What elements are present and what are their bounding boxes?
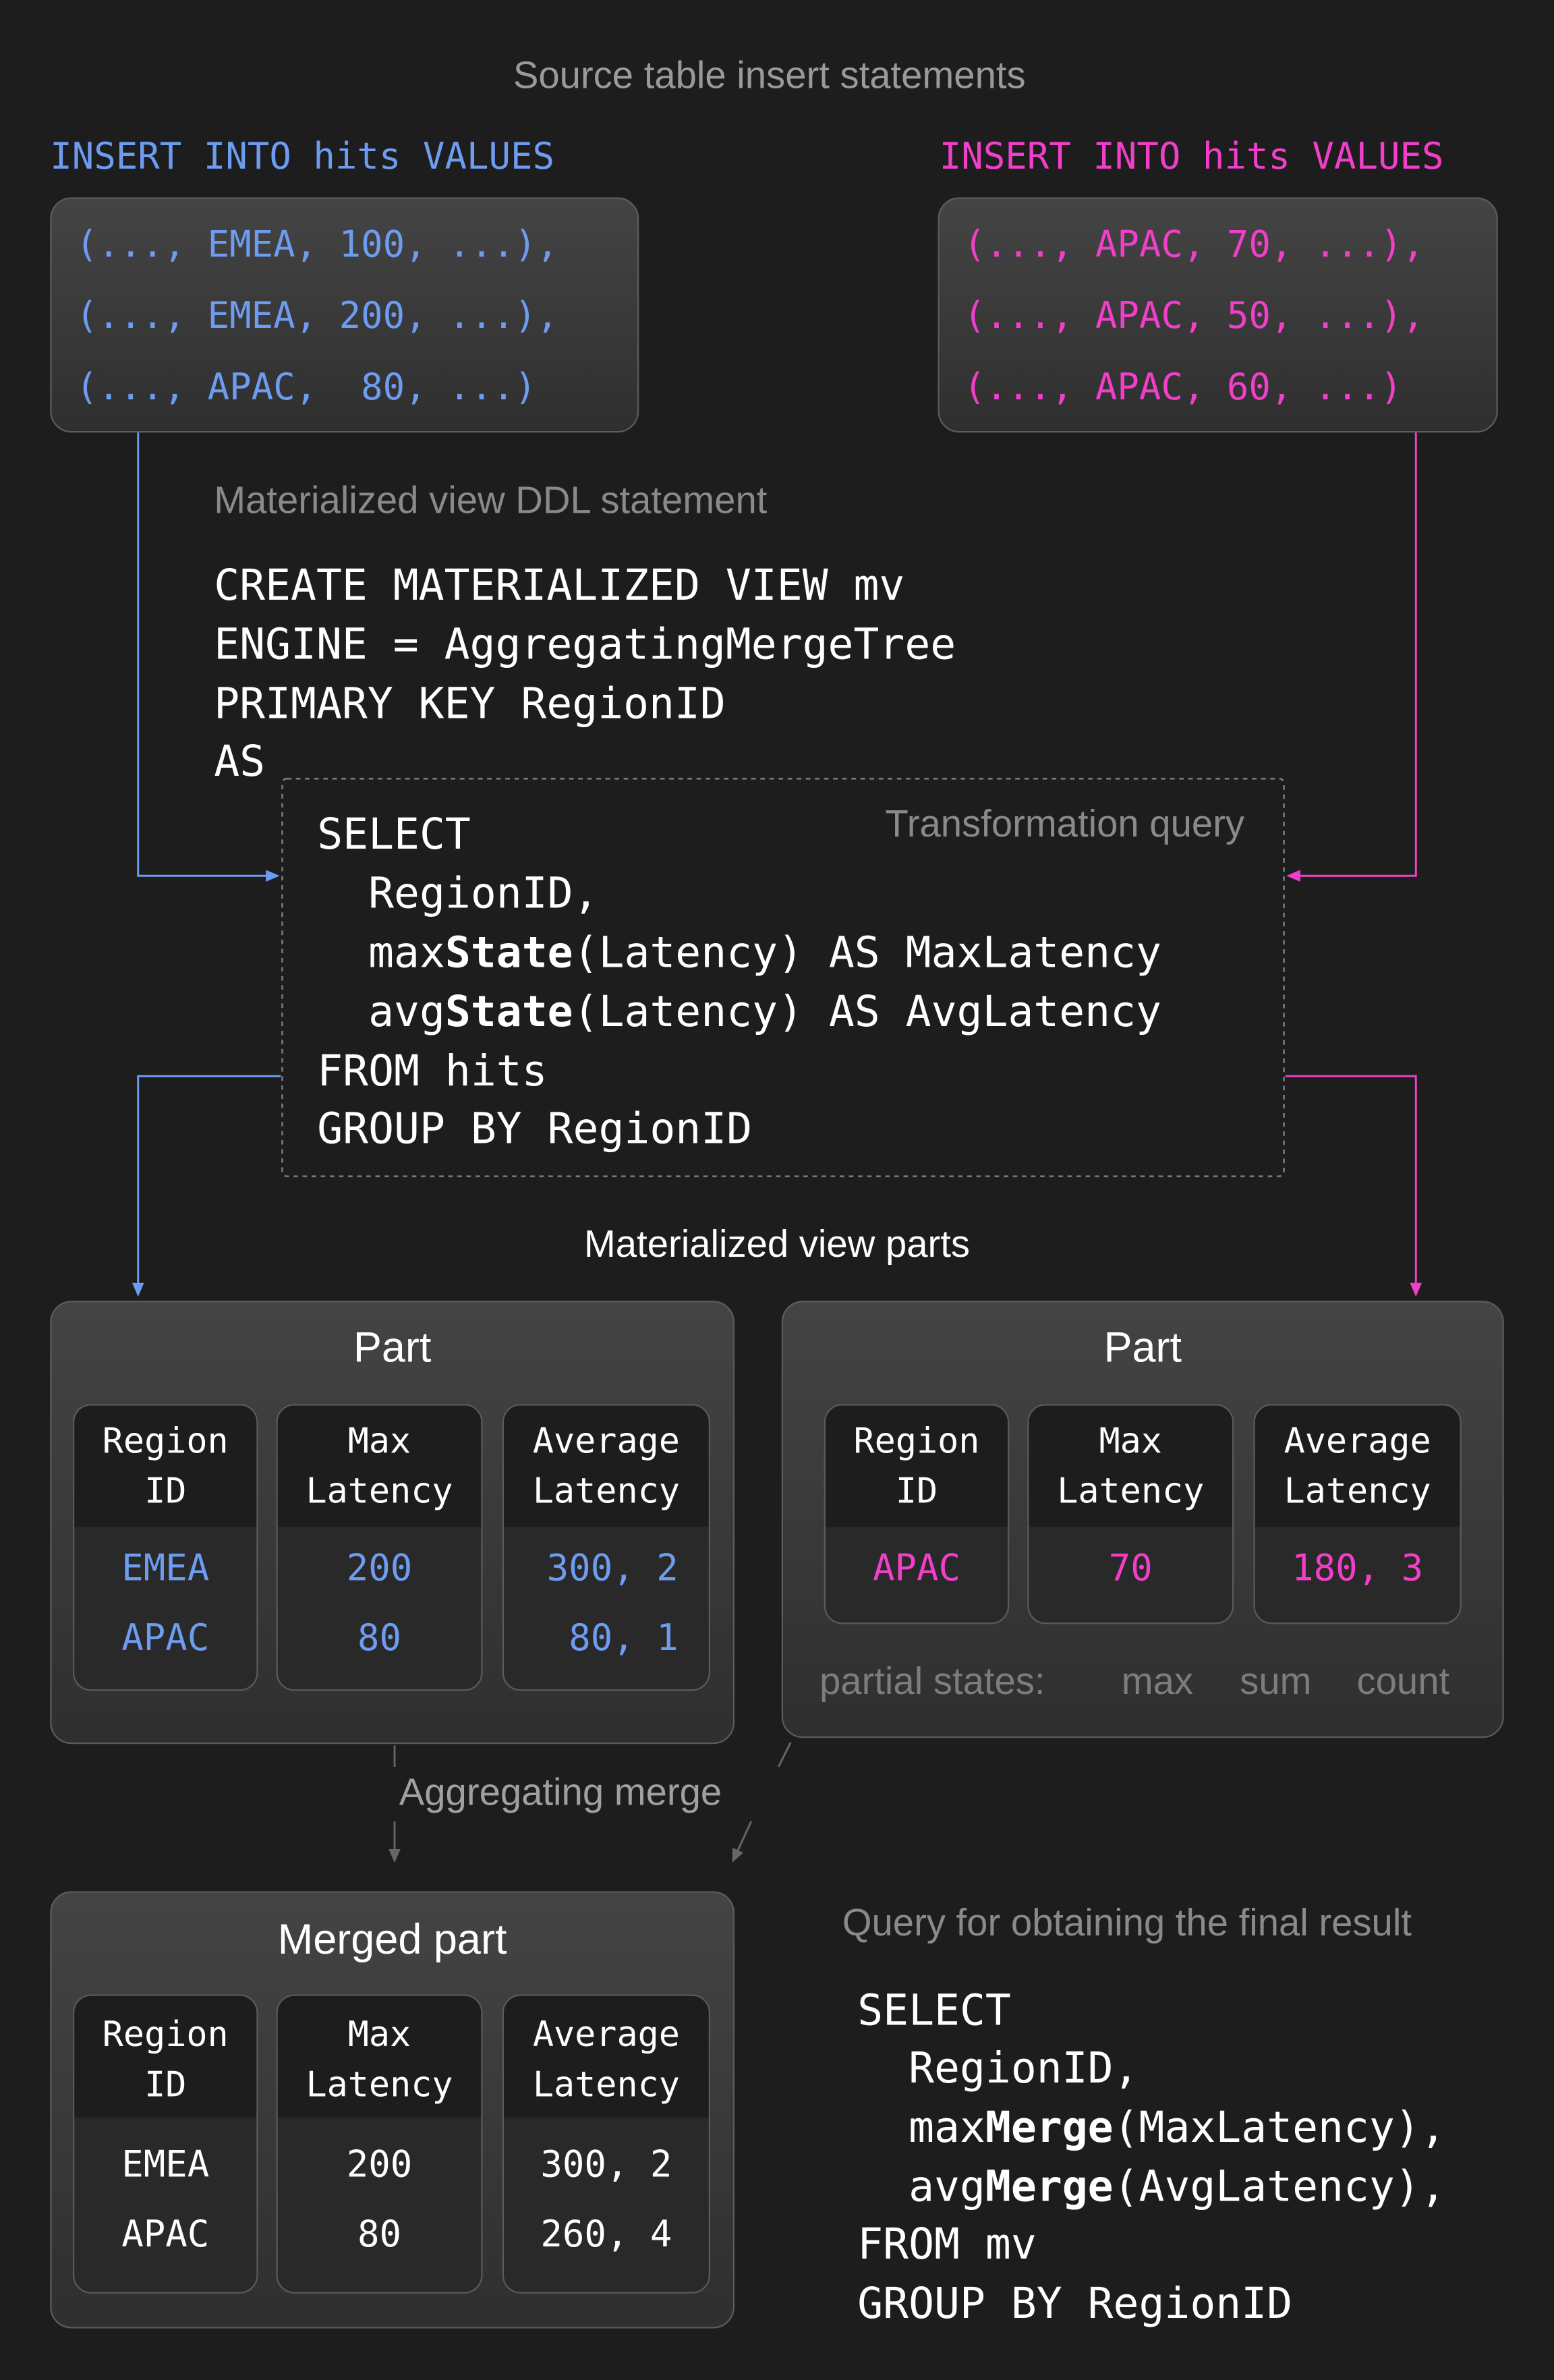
blue-arrow-to-part	[132, 1075, 281, 1297]
cell: 80, 1	[569, 1616, 679, 1660]
cell: 200	[346, 2143, 413, 2186]
ddl-caption: Materialized view DDL statement	[214, 480, 768, 522]
ddl-line: AS	[214, 736, 266, 787]
insert-row: (..., APAC, 70, ...),	[963, 223, 1424, 266]
insert-row: (..., EMEA, 200, ...),	[76, 294, 558, 337]
partial-max: max	[1121, 1660, 1194, 1703]
source-caption: Source table insert statements	[513, 55, 1026, 97]
final-query-caption: Query for obtaining the final result	[842, 1902, 1412, 1945]
final-query-line: avgMerge(AvgLatency),	[857, 2161, 1446, 2212]
cell: 80	[357, 1616, 402, 1660]
cell: APAC	[872, 1546, 961, 1589]
merge-line-right	[732, 1821, 753, 1863]
query-line: maxState(Latency) AS MaxLatency	[317, 927, 1161, 978]
query-line: FROM hits	[317, 1046, 548, 1096]
cell: EMEA	[121, 1546, 210, 1589]
cell: EMEA	[121, 2143, 210, 2186]
merge-caption: Aggregating merge	[399, 1771, 722, 1814]
insert-row: (..., APAC, 50, ...),	[963, 294, 1424, 337]
query-line: SELECT	[317, 809, 471, 859]
cell: 200	[346, 1546, 413, 1589]
left-insert-header: INSERT INTO hits VALUES	[50, 135, 555, 178]
query-line: avgState(Latency) AS AvgLatency	[317, 986, 1161, 1037]
cell: 260, 4	[540, 2213, 672, 2256]
right-insert-header: INSERT INTO hits VALUES	[939, 135, 1444, 178]
merge-line-right-top	[777, 1742, 792, 1767]
right-insert-box: (..., APAC, 70, ...), (..., APAC, 50, ..…	[938, 197, 1498, 433]
final-query-line: GROUP BY RegionID	[857, 2278, 1293, 2329]
cell: 300, 2	[540, 2143, 672, 2186]
transformation-query-box	[281, 777, 1285, 1178]
ddl-line: PRIMARY KEY RegionID	[214, 678, 726, 729]
pink-arrow-to-part	[1285, 1075, 1422, 1297]
left-insert-box: (..., EMEA, 100, ...), (..., EMEA, 200, …	[50, 197, 639, 433]
insert-row: (..., EMEA, 100, ...),	[76, 223, 558, 266]
part-title: Merged part	[277, 1915, 507, 1963]
ddl-line: CREATE MATERIALIZED VIEW mv	[214, 560, 905, 611]
cell: 180, 3	[1292, 1546, 1424, 1589]
query-line: RegionID,	[317, 868, 599, 919]
part-title: Part	[353, 1324, 432, 1371]
cell: 300, 2	[546, 1546, 679, 1589]
blue-arrow-to-query	[137, 431, 280, 882]
cell: 70	[1108, 1546, 1153, 1589]
ddl-line: ENGINE = AggregatingMergeTree	[214, 619, 956, 670]
partial-states-label: partial states:	[819, 1660, 1045, 1703]
pink-arrow-to-query	[1286, 431, 1417, 882]
partial-sum: sum	[1240, 1660, 1312, 1703]
parts-caption: Materialized view parts	[583, 1223, 971, 1266]
final-query-line: FROM mv	[857, 2219, 1037, 2269]
cell: APAC	[121, 1616, 210, 1660]
partial-count: count	[1356, 1660, 1450, 1703]
cell: 80	[357, 2213, 402, 2256]
query-line: GROUP BY RegionID	[317, 1103, 753, 1154]
insert-row: (..., APAC, 80, ...)	[76, 366, 537, 409]
final-query-line: SELECT	[857, 1985, 1011, 2036]
final-query-line: maxMerge(MaxLatency),	[857, 2102, 1446, 2153]
part-title: Part	[1103, 1324, 1182, 1371]
final-query-line: RegionID,	[857, 2043, 1139, 2093]
transformation-caption: Transformation query	[885, 803, 1244, 846]
cell: APAC	[121, 2213, 210, 2256]
insert-row: (..., APAC, 60, ...)	[963, 366, 1402, 409]
